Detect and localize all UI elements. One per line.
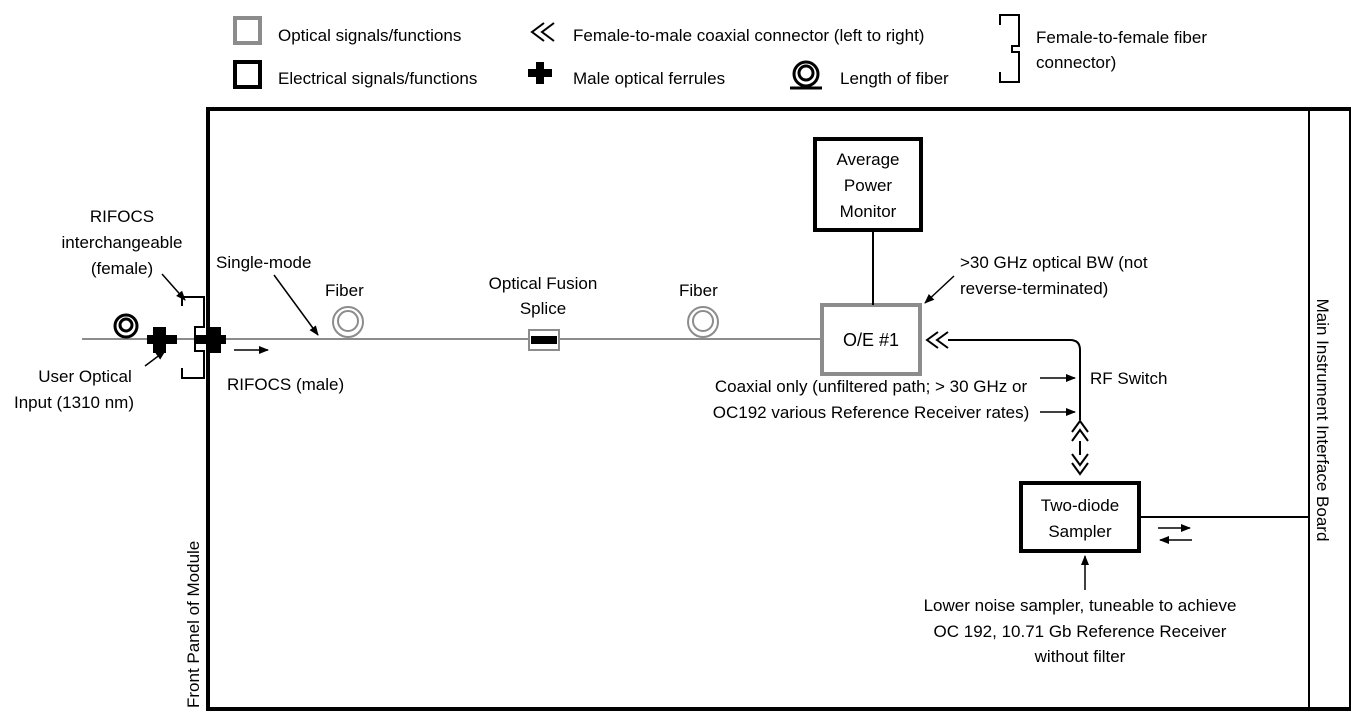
rifocs-interchangeable-label-1: RIFOCS [90,207,154,226]
optical-bw-note-1: >30 GHz optical BW (not [960,253,1148,272]
optical-bw-pointer [924,275,955,304]
main-board-label: Main Instrument Interface Board [1313,299,1332,542]
bidirectional-arrows-icon [1158,524,1192,544]
user-input-pointer [144,350,166,367]
rf-switch-label: RF Switch [1090,369,1167,388]
ferrule-icon [528,62,552,84]
female-female-connector-icon [999,14,1020,83]
fusion-splice-label-2: Splice [520,299,566,318]
rifocs-female-connector-icon [181,296,205,379]
sampler-note-2: OC 192, 10.71 Gb Reference Receiver [934,622,1227,641]
single-mode-label: Single-mode [216,253,311,272]
legend-optical-label: Optical signals/functions [278,26,461,45]
legend-fiber-length-label: Length of fiber [840,69,949,88]
coaxial-note-2: OC192 various Reference Receiver rates) [713,403,1030,422]
legend-ferrule-label: Male optical ferrules [573,69,725,88]
sampler-coax-connector-icon [1071,419,1089,476]
user-optical-input-label-2: Input (1310 nm) [14,393,134,412]
sampler-label-2: Sampler [1048,522,1112,541]
sampler-note-3: without filter [1034,647,1126,666]
oe-block [820,303,922,376]
user-ferrule-icon [147,327,177,353]
avg-power-monitor-block [813,137,923,232]
rifocs-male-ferrule-icon [196,327,226,353]
sampler-label-1: Two-diode [1041,496,1119,515]
fiber-2-label: Fiber [679,281,718,300]
legend-f2f-label-line2: connector) [1036,53,1116,72]
rifocs-interchangeable-label-2: interchangeable [62,233,183,252]
fusion-splice-icon [528,329,560,351]
sampler-note-1: Lower noise sampler, tuneable to achieve [924,596,1237,615]
legend: Optical signals/functions Electrical sig… [233,14,1207,90]
legend-electrical-swatch [233,60,262,89]
user-fiber-coil-icon [113,313,139,339]
rifocs-interchangeable-label-3: (female) [91,259,153,278]
two-diode-sampler-block [1019,481,1141,553]
front-panel-label: Front Panel of Module [184,541,203,708]
legend-coax-label: Female-to-male coaxial connector (left t… [573,26,924,45]
user-optical-input-label-1: User Optical [38,367,132,386]
optical-bw-note-2: reverse-terminated) [960,279,1108,298]
fiber-1-label: Fiber [325,281,364,300]
avg-power-monitor-label-3: Monitor [840,202,897,221]
rifocs-female-pointer [161,273,186,301]
fiber-coil-1-icon [332,306,364,338]
avg-power-monitor-label-1: Average [836,150,899,169]
fusion-splice-label-1: Optical Fusion [489,274,598,293]
fiber-coil-2-icon [687,306,719,338]
legend-electrical-label: Electrical signals/functions [278,69,477,88]
oe-coax-connector-icon [925,331,949,349]
legend-f2f-label-line1: Female-to-female fiber [1036,28,1207,47]
coaxial-note-1: Coaxial only (unfiltered path; > 30 GHz … [715,377,1028,396]
module-outline [206,107,1351,711]
rf-switch-path [948,339,1081,420]
single-mode-pointer [273,274,319,336]
coax-connector-icon [530,22,555,42]
avg-power-monitor-label-2: Power [844,176,893,195]
fiber-coil-icon [790,60,822,90]
rifocs-male-label: RIFOCS (male) [227,375,344,394]
legend-optical-swatch [233,16,262,45]
oe-block-label: O/E #1 [843,330,899,350]
